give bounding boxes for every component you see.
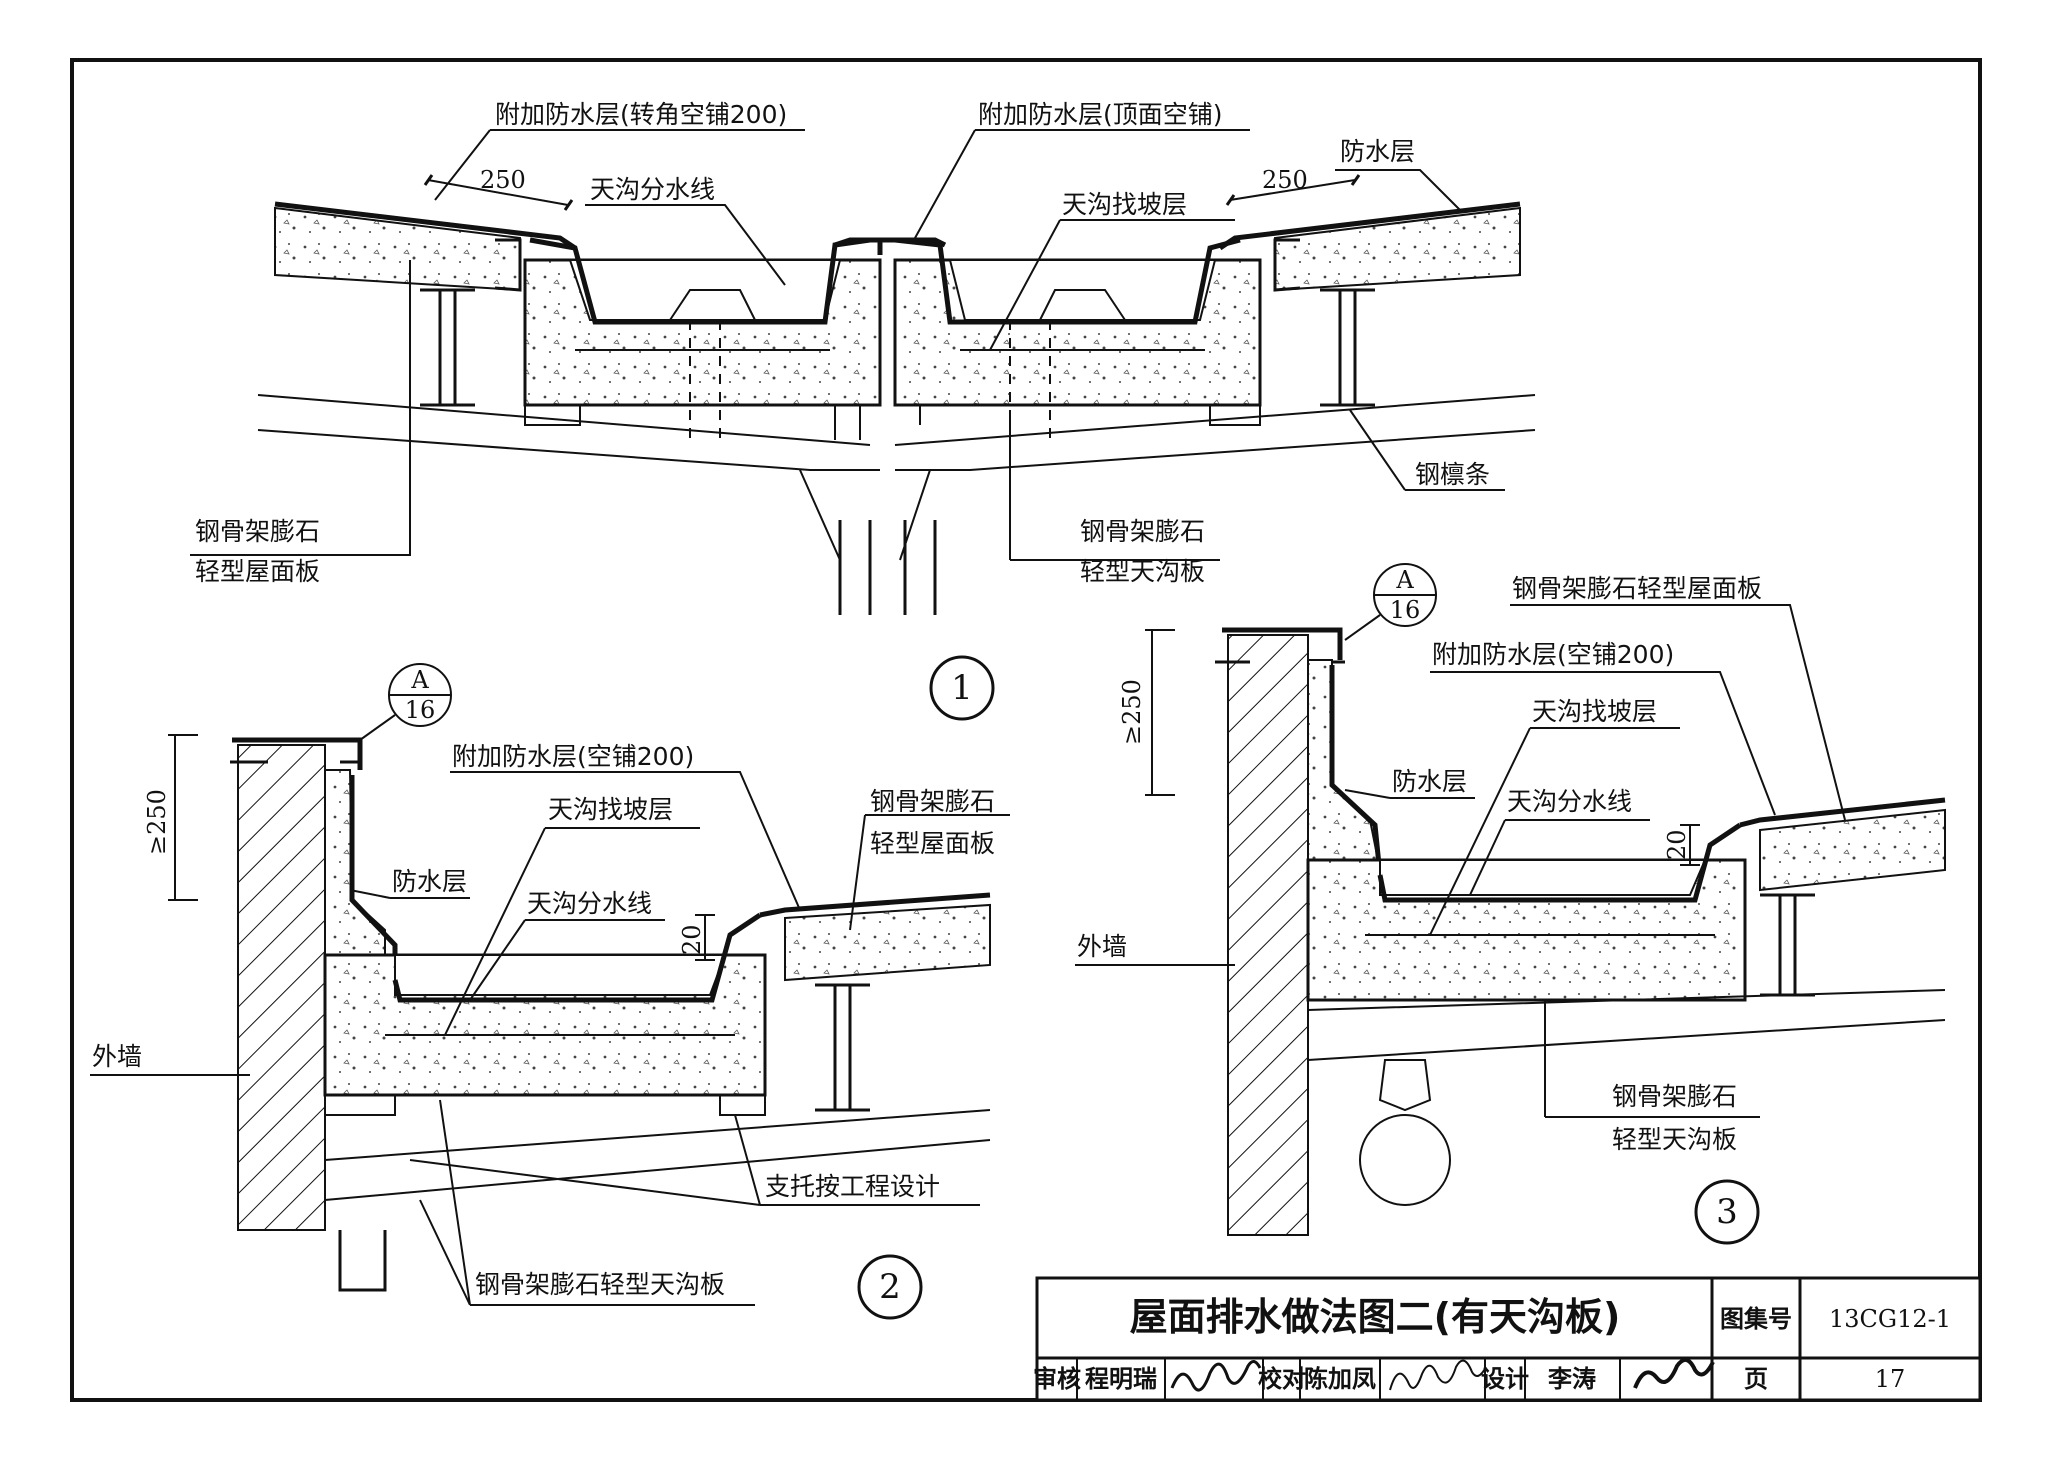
reviewer-signature [1170,1360,1262,1392]
label-gutter-slope-2: 天沟找坡层 [548,795,673,824]
label-waterproof-1: 防水层 [1340,137,1415,166]
dim-height-3: ≥250 [1118,679,1146,745]
label-waterproof-3: 防水层 [1392,767,1467,796]
label-gutter-panel-2: 钢骨架膨石轻型天沟板 [475,1270,725,1299]
detail-2: ≥250 A 16 20 附加防水层(空铺200) 天沟找坡层 钢骨架膨石 轻型… [90,663,1010,1320]
label-outer-wall-3: 外墙 [1077,932,1127,961]
page-number: 17 [1875,1365,1906,1393]
label-gutter-slope-3: 天沟找坡层 [1532,697,1657,726]
label-outer-wall-2: 外墙 [92,1042,142,1071]
drawing-title: 屋面排水做法图二(有天沟板) [1130,1295,1621,1339]
detail-number-1-circle [929,655,995,721]
sheet-border [70,58,1982,1402]
design-label: 设计 [1481,1365,1529,1393]
roof-panel-3 [1759,808,1946,892]
checker-name: 陈加凤 [1304,1365,1376,1393]
dim-20-2: 20 [678,924,706,955]
label-purlin: 钢檩条 [1415,460,1490,489]
label-gutter-divide-3: 天沟分水线 [1507,787,1632,816]
detail-1: 250 250 附加防水层(转角空铺200) 附加防水层(顶面空铺) 防水层 天… [190,100,1536,721]
detail-number-1: 1 [951,668,973,708]
i-beam-left [420,288,475,407]
i-beam-right [1320,288,1375,407]
detail-number-3-circle [1694,1179,1760,1245]
dim-20-3: 20 [1663,829,1691,860]
label-gutter-panel-3a: 钢骨架膨石 [1612,1082,1737,1111]
label-extra-wp-top: 附加防水层(顶面空铺) [978,100,1223,129]
label-roof-panel-1a: 钢骨架膨石 [195,517,320,546]
reviewer-name: 程明瑞 [1085,1365,1157,1393]
page-label: 页 [1744,1365,1768,1393]
label-gutter-panel-3b: 轻型天沟板 [1612,1125,1737,1154]
label-roof-panel-3: 钢骨架膨石轻型屋面板 [1512,574,1762,603]
atlas-label: 图集号 [1720,1305,1792,1333]
atlas-number: 13CG12-1 [1829,1305,1951,1333]
designer-name: 李涛 [1548,1365,1596,1393]
label-extra-wp-corner: 附加防水层(转角空铺200) [495,100,787,129]
ref-bottom-3: 16 [1390,596,1421,624]
check-label: 校对 [1258,1365,1306,1393]
i-beam-2 [815,983,870,1112]
label-extra-wp-2: 附加防水层(空铺200) [452,742,694,771]
label-gutter-divide-2: 天沟分水线 [527,889,652,918]
detail-number-3: 3 [1716,1192,1738,1232]
detail-3: ≥250 A 16 20 钢骨架膨石轻型屋面板 附加防水层(空铺200) 天沟找… [1075,563,1946,1245]
review-label: 审核 [1033,1365,1081,1393]
label-support: 支托按工程设计 [765,1172,940,1201]
roof-panel-2 [784,903,991,982]
detail-number-2-circle [857,1254,923,1320]
label-roof-panel-2a: 钢骨架膨石 [870,787,995,816]
label-gutter-slope-1: 天沟找坡层 [1062,190,1187,219]
label-gutter-panel-1a: 钢骨架膨石 [1080,517,1205,546]
i-beam-3 [1760,893,1815,997]
detail-number-2: 2 [879,1267,901,1307]
dim-height-2: ≥250 [143,789,171,855]
title-block: 屋面排水做法图二(有天沟板) 图集号 13CG12-1 审核 程明瑞 校对 陈加… [1033,1276,1982,1402]
label-gutter-divide-1: 天沟分水线 [590,175,715,204]
outer-wall-3 [1227,634,1309,1236]
label-roof-panel-1b: 轻型屋面板 [195,557,320,586]
dim-250-right: 250 [1262,166,1308,194]
dim-250-left: 250 [480,166,526,194]
ref-bottom-2: 16 [405,696,436,724]
ref-top-3: A [1395,566,1414,594]
outer-wall-2 [237,744,326,1231]
designer-signature [1633,1358,1715,1389]
label-extra-wp-3: 附加防水层(空铺200) [1432,640,1674,669]
ref-top-2: A [410,666,429,694]
label-roof-panel-2b: 轻型屋面板 [870,829,995,858]
checker-signature [1389,1359,1487,1391]
label-gutter-panel-1b: 轻型天沟板 [1080,557,1205,586]
label-waterproof-2: 防水层 [392,867,467,896]
